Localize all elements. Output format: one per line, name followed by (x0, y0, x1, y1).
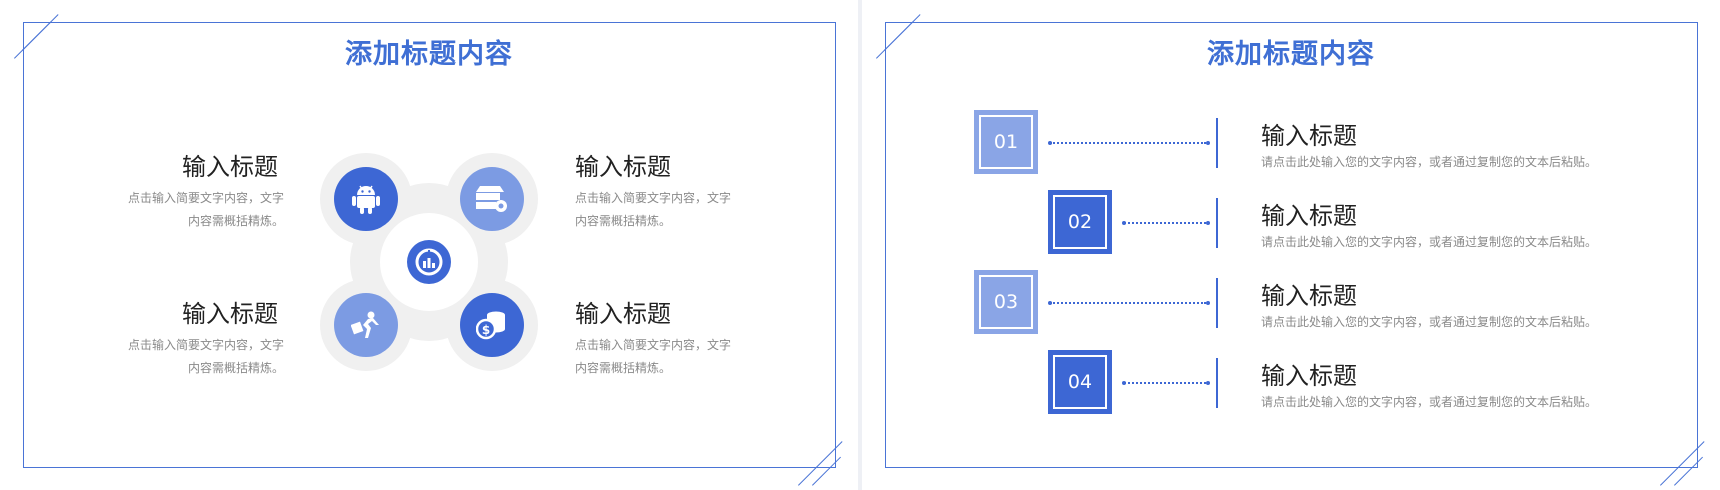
number-box: 01 (974, 110, 1038, 174)
row-desc: 请点击此处输入您的文字内容，或者通过复制您的文本后粘贴。 (1261, 235, 1598, 249)
corner-decoration-bottom-right (790, 430, 850, 490)
desc-line: 点击输入简要文字内容，文字 (127, 338, 284, 352)
connector-dot (1206, 381, 1210, 385)
connector-dot (1206, 221, 1210, 225)
desc-line: 点击输入简要文字内容，文字 (127, 191, 284, 205)
desc-line: 点击输入简要文字内容，文字 (575, 191, 732, 205)
connector-dot (1048, 141, 1052, 145)
item-title-top-left: 输入标题 (182, 153, 278, 181)
item-desc-top-left: 点击输入简要文字内容，文字 内容需概括精炼。 (110, 187, 284, 233)
desc-line: 内容需概括精炼。 (187, 361, 284, 375)
item-title-bottom-right: 输入标题 (575, 300, 671, 328)
item-title-top-right: 输入标题 (575, 153, 671, 181)
desc-line: 内容需概括精炼。 (575, 361, 672, 375)
server-settings-icon (460, 167, 524, 231)
svg-text:$: $ (482, 323, 490, 337)
number-box: 03 (974, 270, 1038, 334)
row-title: 输入标题 (1261, 282, 1357, 310)
divider-bar (1216, 278, 1218, 328)
desc-line: 内容需概括精炼。 (187, 214, 284, 228)
page-title: 添加标题内容 (345, 39, 513, 70)
page-title: 添加标题内容 (1207, 39, 1375, 70)
slide-frame (885, 22, 1698, 468)
number-label: 04 (1053, 355, 1107, 409)
connector-dot (1206, 301, 1210, 305)
slide-1[interactable]: 添加标题内容 (0, 0, 858, 490)
number-label: 02 (1053, 195, 1107, 249)
chart-icon (407, 240, 451, 284)
connector-line (1124, 222, 1206, 224)
row-title: 输入标题 (1261, 362, 1357, 390)
item-title-bottom-left: 输入标题 (182, 300, 278, 328)
connector-dot (1122, 381, 1126, 385)
row-desc: 请点击此处输入您的文字内容，或者通过复制您的文本后粘贴。 (1261, 395, 1598, 409)
slide-2[interactable]: 添加标题内容 01 输入标题 请点击此处输入您的文字内容，或者通过复制您的文本后… (862, 0, 1720, 490)
connector-line (1124, 382, 1206, 384)
divider-bar (1216, 118, 1218, 168)
center-disc (380, 213, 478, 311)
coins-icon: $ (460, 293, 524, 357)
android-icon (334, 167, 398, 231)
number-box: 04 (1048, 350, 1112, 414)
item-desc-bottom-right: 点击输入简要文字内容，文字 内容需概括精炼。 (575, 334, 755, 380)
connector-line (1050, 302, 1206, 304)
row-desc: 请点击此处输入您的文字内容，或者通过复制您的文本后粘贴。 (1261, 315, 1598, 329)
slide-frame (23, 22, 836, 468)
desc-line: 内容需概括精炼。 (575, 214, 672, 228)
number-label: 03 (979, 275, 1033, 329)
corner-decoration-bottom-right (1652, 430, 1712, 490)
connector-dot (1122, 221, 1126, 225)
clover-diagram: $ (320, 153, 538, 371)
item-desc-bottom-left: 点击输入简要文字内容，文字 内容需概括精炼。 (110, 334, 284, 380)
desc-line: 点击输入简要文字内容，文字 (575, 338, 732, 352)
connector-dot (1206, 141, 1210, 145)
connector-dot (1048, 301, 1052, 305)
row-title: 输入标题 (1261, 202, 1357, 230)
row-desc: 请点击此处输入您的文字内容，或者通过复制您的文本后粘贴。 (1261, 155, 1598, 169)
connector-line (1050, 142, 1206, 144)
row-title: 输入标题 (1261, 122, 1357, 150)
divider-bar (1216, 198, 1218, 248)
number-label: 01 (979, 115, 1033, 169)
divider-bar (1216, 358, 1218, 408)
person-running-icon (334, 293, 398, 357)
item-desc-top-right: 点击输入简要文字内容，文字 内容需概括精炼。 (575, 187, 755, 233)
number-box: 02 (1048, 190, 1112, 254)
